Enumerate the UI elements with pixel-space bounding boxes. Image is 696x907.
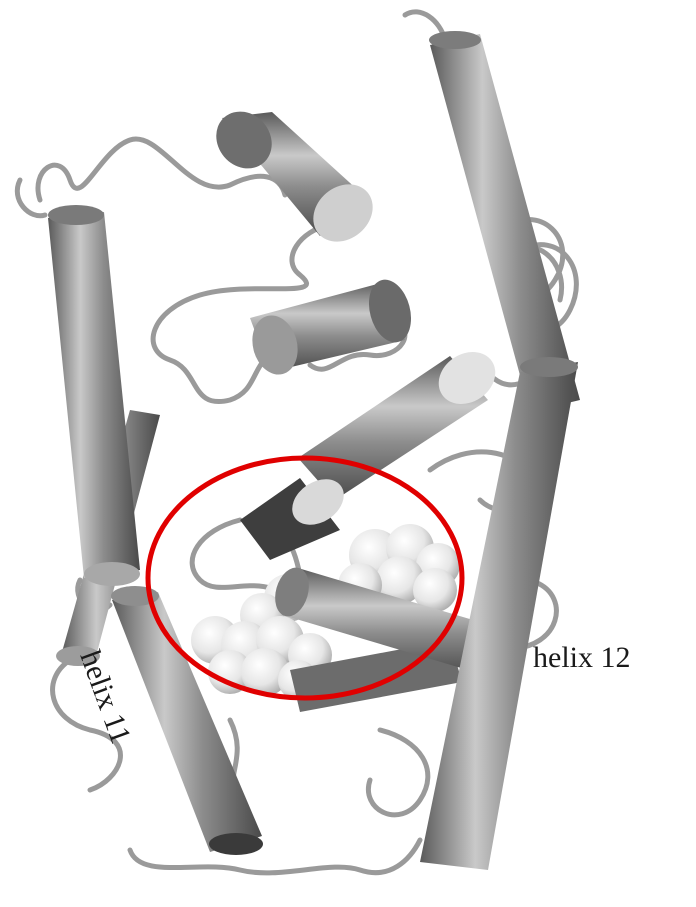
helix-center-short: [240, 470, 352, 560]
helix-left-long: [48, 205, 140, 586]
coil-bottom-right: [368, 730, 427, 815]
helix-right-back: [429, 31, 580, 412]
helix-top-short: [205, 100, 384, 253]
label-helix-11: helix 11: [73, 646, 137, 748]
label-helix-12: helix 12: [533, 641, 631, 674]
coil-bottom: [130, 840, 420, 873]
